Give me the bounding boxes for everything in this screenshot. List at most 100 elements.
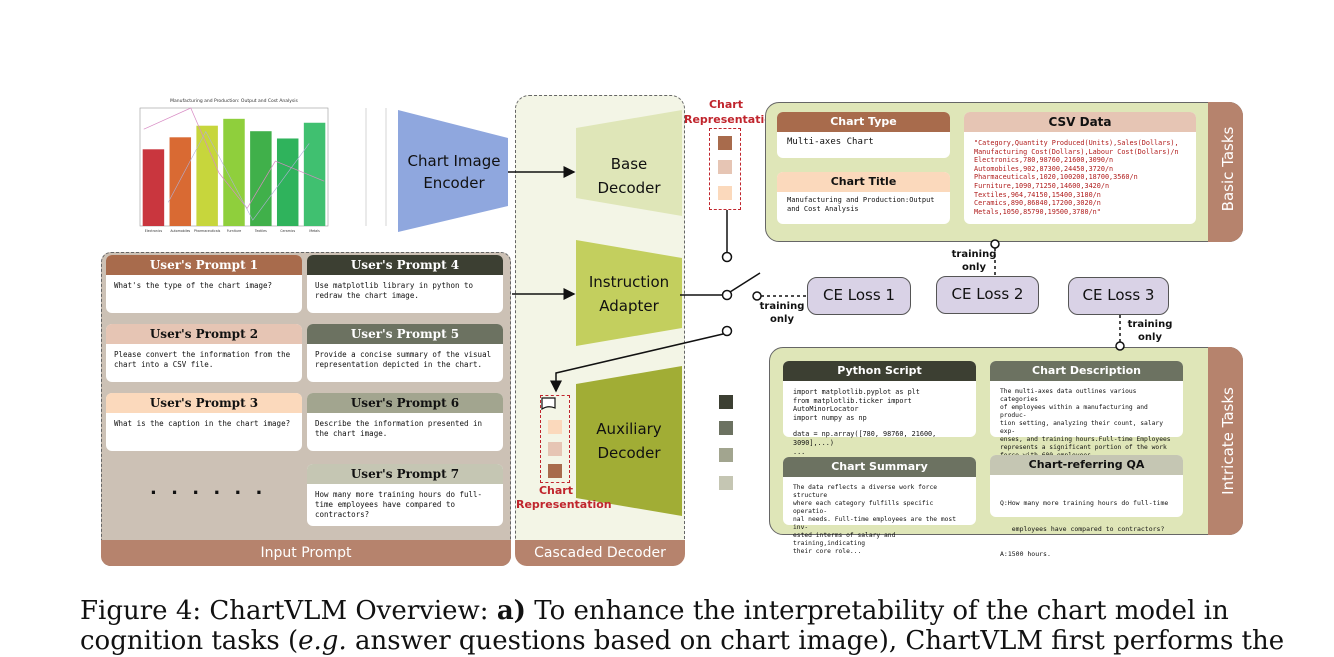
caption-eg: e.g. xyxy=(298,626,347,656)
text-line: represents a significant portion of the … xyxy=(1000,444,1167,451)
ce-loss-1: CE Loss 1 xyxy=(807,277,911,315)
mini-chart-tick-label: Ceramics xyxy=(280,229,295,233)
text-line: tion setting, analyzing their count, sal… xyxy=(1000,420,1164,435)
mini-chart-series-line-2 xyxy=(167,130,310,221)
mini-chart-tick-label: Textiles xyxy=(254,229,267,233)
encoder-label: Chart Image Encoder xyxy=(407,152,501,192)
chart-summary-card: Chart Summary The data reflects a divers… xyxy=(783,457,976,555)
user-prompt-3-text: What is the caption in the chart image? xyxy=(114,419,291,428)
csv-line: Automobiles,902,87300,24450,3720/n xyxy=(974,164,1114,173)
csv-data-lines: "Category,Quantity Produced(Units),Sales… xyxy=(974,139,1186,216)
switch-node xyxy=(721,289,733,301)
code-line: ... xyxy=(793,447,806,456)
mini-chart-tick-label: Furniture xyxy=(227,229,241,233)
csv-line: Manufacturing Cost(Dollars),Labour Cost(… xyxy=(974,147,1179,156)
mini-chart-bar xyxy=(169,137,192,226)
user-prompt-4: User's Prompt 4 Use matplotlib library i… xyxy=(307,255,503,313)
node-loss-2 xyxy=(990,239,1000,249)
instruction-adapter-label: Instruction Adapter xyxy=(588,273,670,315)
user-prompt-1-text: What's the type of the chart image? xyxy=(114,281,273,290)
chart-representation-aux xyxy=(540,395,570,483)
chart-representation-top xyxy=(709,128,741,210)
text-line: nal needs. Full-time employees are the m… xyxy=(793,516,957,531)
caption-line2-b: answer questions based on chart image), … xyxy=(346,626,1285,656)
switch-blade xyxy=(729,272,761,293)
mini-chart-bar xyxy=(276,138,299,226)
more-prompts-ellipsis: . . . . . . xyxy=(150,478,267,499)
mini-chart-tick-label: Electronics xyxy=(145,229,163,233)
caption-prefix: Figure 4: ChartVLM Overview: xyxy=(80,596,497,626)
base-decoder xyxy=(576,110,682,216)
caption-line2-a: cognition tasks ( xyxy=(80,626,299,656)
mini-chart-bar xyxy=(223,118,245,226)
instruction-adapter xyxy=(576,240,682,346)
input-prompt-footer: Input Prompt xyxy=(101,540,511,566)
mini-chart-bar xyxy=(142,149,165,226)
text-line: where each category fulfills specific op… xyxy=(793,500,934,515)
mini-chart-tick-label: Automobiles xyxy=(170,229,190,233)
user-prompt-1-title: User's Prompt 1 xyxy=(106,255,302,275)
code-line: data = np.array([780, 98760, 21600, 3090… xyxy=(793,430,937,447)
mini-chart-bar xyxy=(303,122,326,226)
repr-square-aux-3 xyxy=(548,464,562,478)
python-script-lines: import matplotlib.pyplot as plt from mat… xyxy=(793,388,966,456)
csv-line: Pharmaceuticals,1020,100200,18700,3560/n xyxy=(974,173,1138,182)
auxiliary-decoder-label: Auxiliary Decoder xyxy=(596,420,662,462)
repr-square-aux-1 xyxy=(548,420,562,434)
chart-title-card: Chart Title Manufacturing and Production… xyxy=(777,172,950,224)
python-script-title: Python Script xyxy=(783,361,976,381)
mini-chart-bar xyxy=(196,125,218,226)
user-prompt-1: User's Prompt 1 What's the type of the c… xyxy=(106,255,302,313)
user-prompt-6-title: User's Prompt 6 xyxy=(307,393,503,413)
arrow-to-aux-repr xyxy=(550,333,724,393)
python-script-card: Python Script import matplotlib.pyplot a… xyxy=(783,361,976,456)
csv-line: "Category,Quantity Produced(Units),Sales… xyxy=(974,139,1179,147)
ce-loss-2: CE Loss 2 xyxy=(936,276,1039,314)
caption-line-2: cognition tasks (e.g. answer questions b… xyxy=(80,626,1284,656)
repr-square-mid-2 xyxy=(719,421,733,435)
user-prompt-3-title: User's Prompt 3 xyxy=(106,393,302,413)
text-line: Q:How many more training hours do full-t… xyxy=(1000,499,1169,507)
user-prompt-7-title: User's Prompt 7 xyxy=(307,464,503,484)
chart-type-text: Multi-axes Chart xyxy=(787,137,874,147)
mini-chart-series-line xyxy=(143,107,325,209)
connectors xyxy=(508,166,1125,393)
mini-chart-title: Manufacturing and Production: Output and… xyxy=(170,98,298,104)
user-prompt-5: User's Prompt 5 Provide a concise summar… xyxy=(307,324,503,382)
code-line: import matplotlib.pyplot as plt xyxy=(793,388,920,396)
code-line: from matplotlib.ticker import AutoMinorL… xyxy=(793,396,912,414)
csv-line: Textiles,964,74150,15400,3180/n xyxy=(974,190,1101,199)
input-chart-svg: Manufacturing and Production: Output and… xyxy=(139,98,387,233)
node-bottom xyxy=(721,325,733,337)
text-line: of employees within a manufacturing and … xyxy=(1000,404,1148,419)
user-prompt-6-text: Describe the information presented in th… xyxy=(315,419,483,438)
repr-square-top-2 xyxy=(718,160,732,174)
chart-type-title: Chart Type xyxy=(777,112,950,132)
csv-line: Electronics,780,98760,21600,3090/n xyxy=(974,156,1114,165)
mini-chart-tick-label: Metals xyxy=(309,229,320,233)
chart-type-card: Chart Type Multi-axes Chart xyxy=(777,112,950,158)
basic-tasks-sidebar xyxy=(1208,102,1243,242)
text-line: The data reflects a diverse work force s… xyxy=(793,484,938,499)
chart-representation-label-bottom: Chart Representation xyxy=(516,484,612,511)
node-top xyxy=(721,251,733,263)
csv-line: Ceramics,890,86840,17200,3020/n xyxy=(974,199,1101,208)
intricate-tasks-sidebar xyxy=(1208,347,1243,535)
text-line: enses, and training hours.Full-time Empl… xyxy=(1000,436,1171,443)
base-decoder-label: Base Decoder xyxy=(597,155,661,197)
caption-bold: a) xyxy=(496,596,526,626)
mini-chart-tick-label: Pharmaceuticals xyxy=(194,229,221,233)
input-chart-image: Manufacturing and Production: Output and… xyxy=(104,94,394,244)
text-line: employees have compared to contractors? xyxy=(1000,524,1165,533)
auxiliary-decoder xyxy=(576,366,682,516)
user-prompt-7: User's Prompt 7 How many more training h… xyxy=(307,464,503,526)
user-prompt-3: User's Prompt 3 What is the caption in t… xyxy=(106,393,302,451)
chart-image-encoder xyxy=(398,110,508,232)
text-line: A:1500 hours. xyxy=(1000,550,1051,558)
chart-title-text: Manufacturing and Production:Output and … xyxy=(787,196,935,213)
user-prompt-5-text: Provide a concise summary of the visual … xyxy=(315,350,492,369)
user-prompt-6: User's Prompt 6 Describe the information… xyxy=(307,393,503,451)
csv-line: Furniture,1090,71250,14600,3420/n xyxy=(974,181,1110,190)
